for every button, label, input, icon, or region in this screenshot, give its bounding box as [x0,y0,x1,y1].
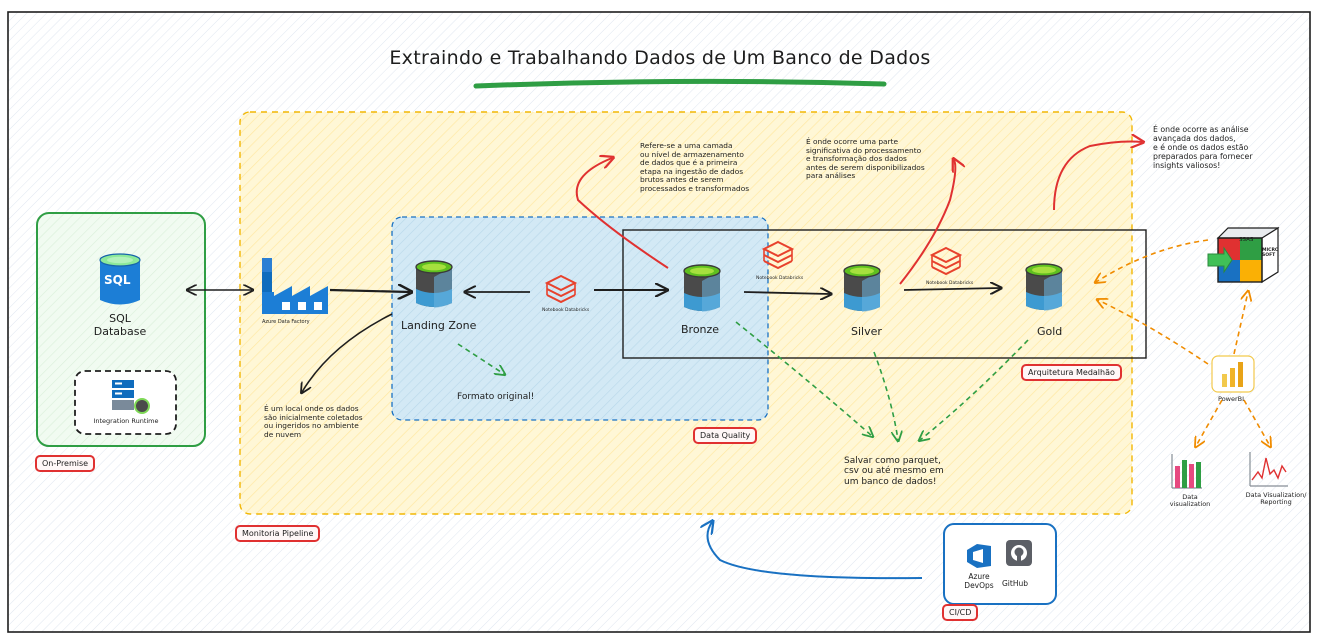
ssas-icon [1207,226,1280,284]
github-label: GitHub [1002,579,1028,588]
landing-zone-label: Landing Zone [401,319,477,332]
gold-bucket-icon [1025,263,1063,312]
gold-note: É onde ocorre as análise avançada dos da… [1153,125,1253,170]
arrow-bronze-silver [743,292,830,294]
silver-label: Silver [851,325,882,338]
arrow-powerbi-ssas [1233,292,1248,355]
data-factory-icon [262,258,328,314]
notebook-label: Notebook Databricks [542,308,590,313]
arrow-landing-formato [457,343,504,374]
bar-chart-icon [1171,454,1202,489]
arrow-silver-salvar [873,351,898,440]
server-icon [112,380,150,414]
arrow-bronze-note [575,158,669,269]
silver-bucket-icon [843,264,881,313]
title-underline [473,78,887,89]
cicd-box [943,523,1057,605]
formato-original-label: Formato original! [457,392,535,402]
data-factory-label: Azure Data Factory [262,319,310,325]
line-chart-icon [1249,452,1288,487]
microsoft-text: MICRO SOFT [1262,248,1279,259]
data-visualization-label: Data visualization [1169,493,1211,509]
bronze-label: Bronze [681,323,720,336]
monitoria-pipeline-tag: Monitoria Pipeline [235,525,321,542]
arquitetura-medalhao-tag: Arquitetura Medalhão [1021,364,1122,381]
arrow-cicd-pipeline [708,522,923,580]
powerbi-label: PowerBI [1218,395,1245,403]
salvar-note: Salvar como parquet, csv ou até mesmo em… [844,456,944,487]
powerbi-icon [1211,355,1255,393]
bronze-note: Refere-se a uma camada ou nível de armaz… [640,141,750,193]
bronze-bucket-icon [683,264,721,313]
on-premise-tag: On-Premise [35,455,96,472]
silver-note: É onde ocorre uma parte significativa do… [806,137,925,181]
azure-devops-label: Azure DevOps [964,572,994,590]
sql-database-icon [99,253,141,305]
medallion-box [622,229,1147,359]
github-icon [1006,540,1032,566]
ssas-text: SSAS [1239,237,1254,243]
integration-runtime-label: Integration Runtime [93,417,159,425]
sql-database-label: SQL Database [93,312,147,338]
data-quality-tag: Data Quality [693,427,758,444]
landing-zone-bucket-icon [415,260,453,309]
data-quality-zone [391,216,769,421]
page-title: Extraindo e Trabalhando Dados de Um Banc… [389,47,931,69]
arrow-silver-gold [903,288,1000,290]
gold-label: Gold [1037,325,1063,338]
arrow-landing-note [302,313,393,392]
landing-zone-note: É um local onde os dados são inicialment… [264,404,363,439]
arrow-powerbi-gold [1098,300,1209,365]
arrow-silver-note [899,160,955,285]
notebook-label: Notebook Databricks [926,281,974,286]
reporting-label: Data Visualization/ Reporting [1245,491,1307,507]
azure-devops-icon [967,544,991,568]
arrow-adf-landing [329,290,410,292]
arrow-gold-salvar [920,339,1029,440]
arrow-gold-note [1053,142,1142,211]
cicd-tag: CI/CD [942,604,979,621]
sql-icon-text: SQL [104,273,131,287]
notebook-label: Notebook Databricks [756,276,804,281]
arrow-ssas-gold [1096,239,1209,282]
